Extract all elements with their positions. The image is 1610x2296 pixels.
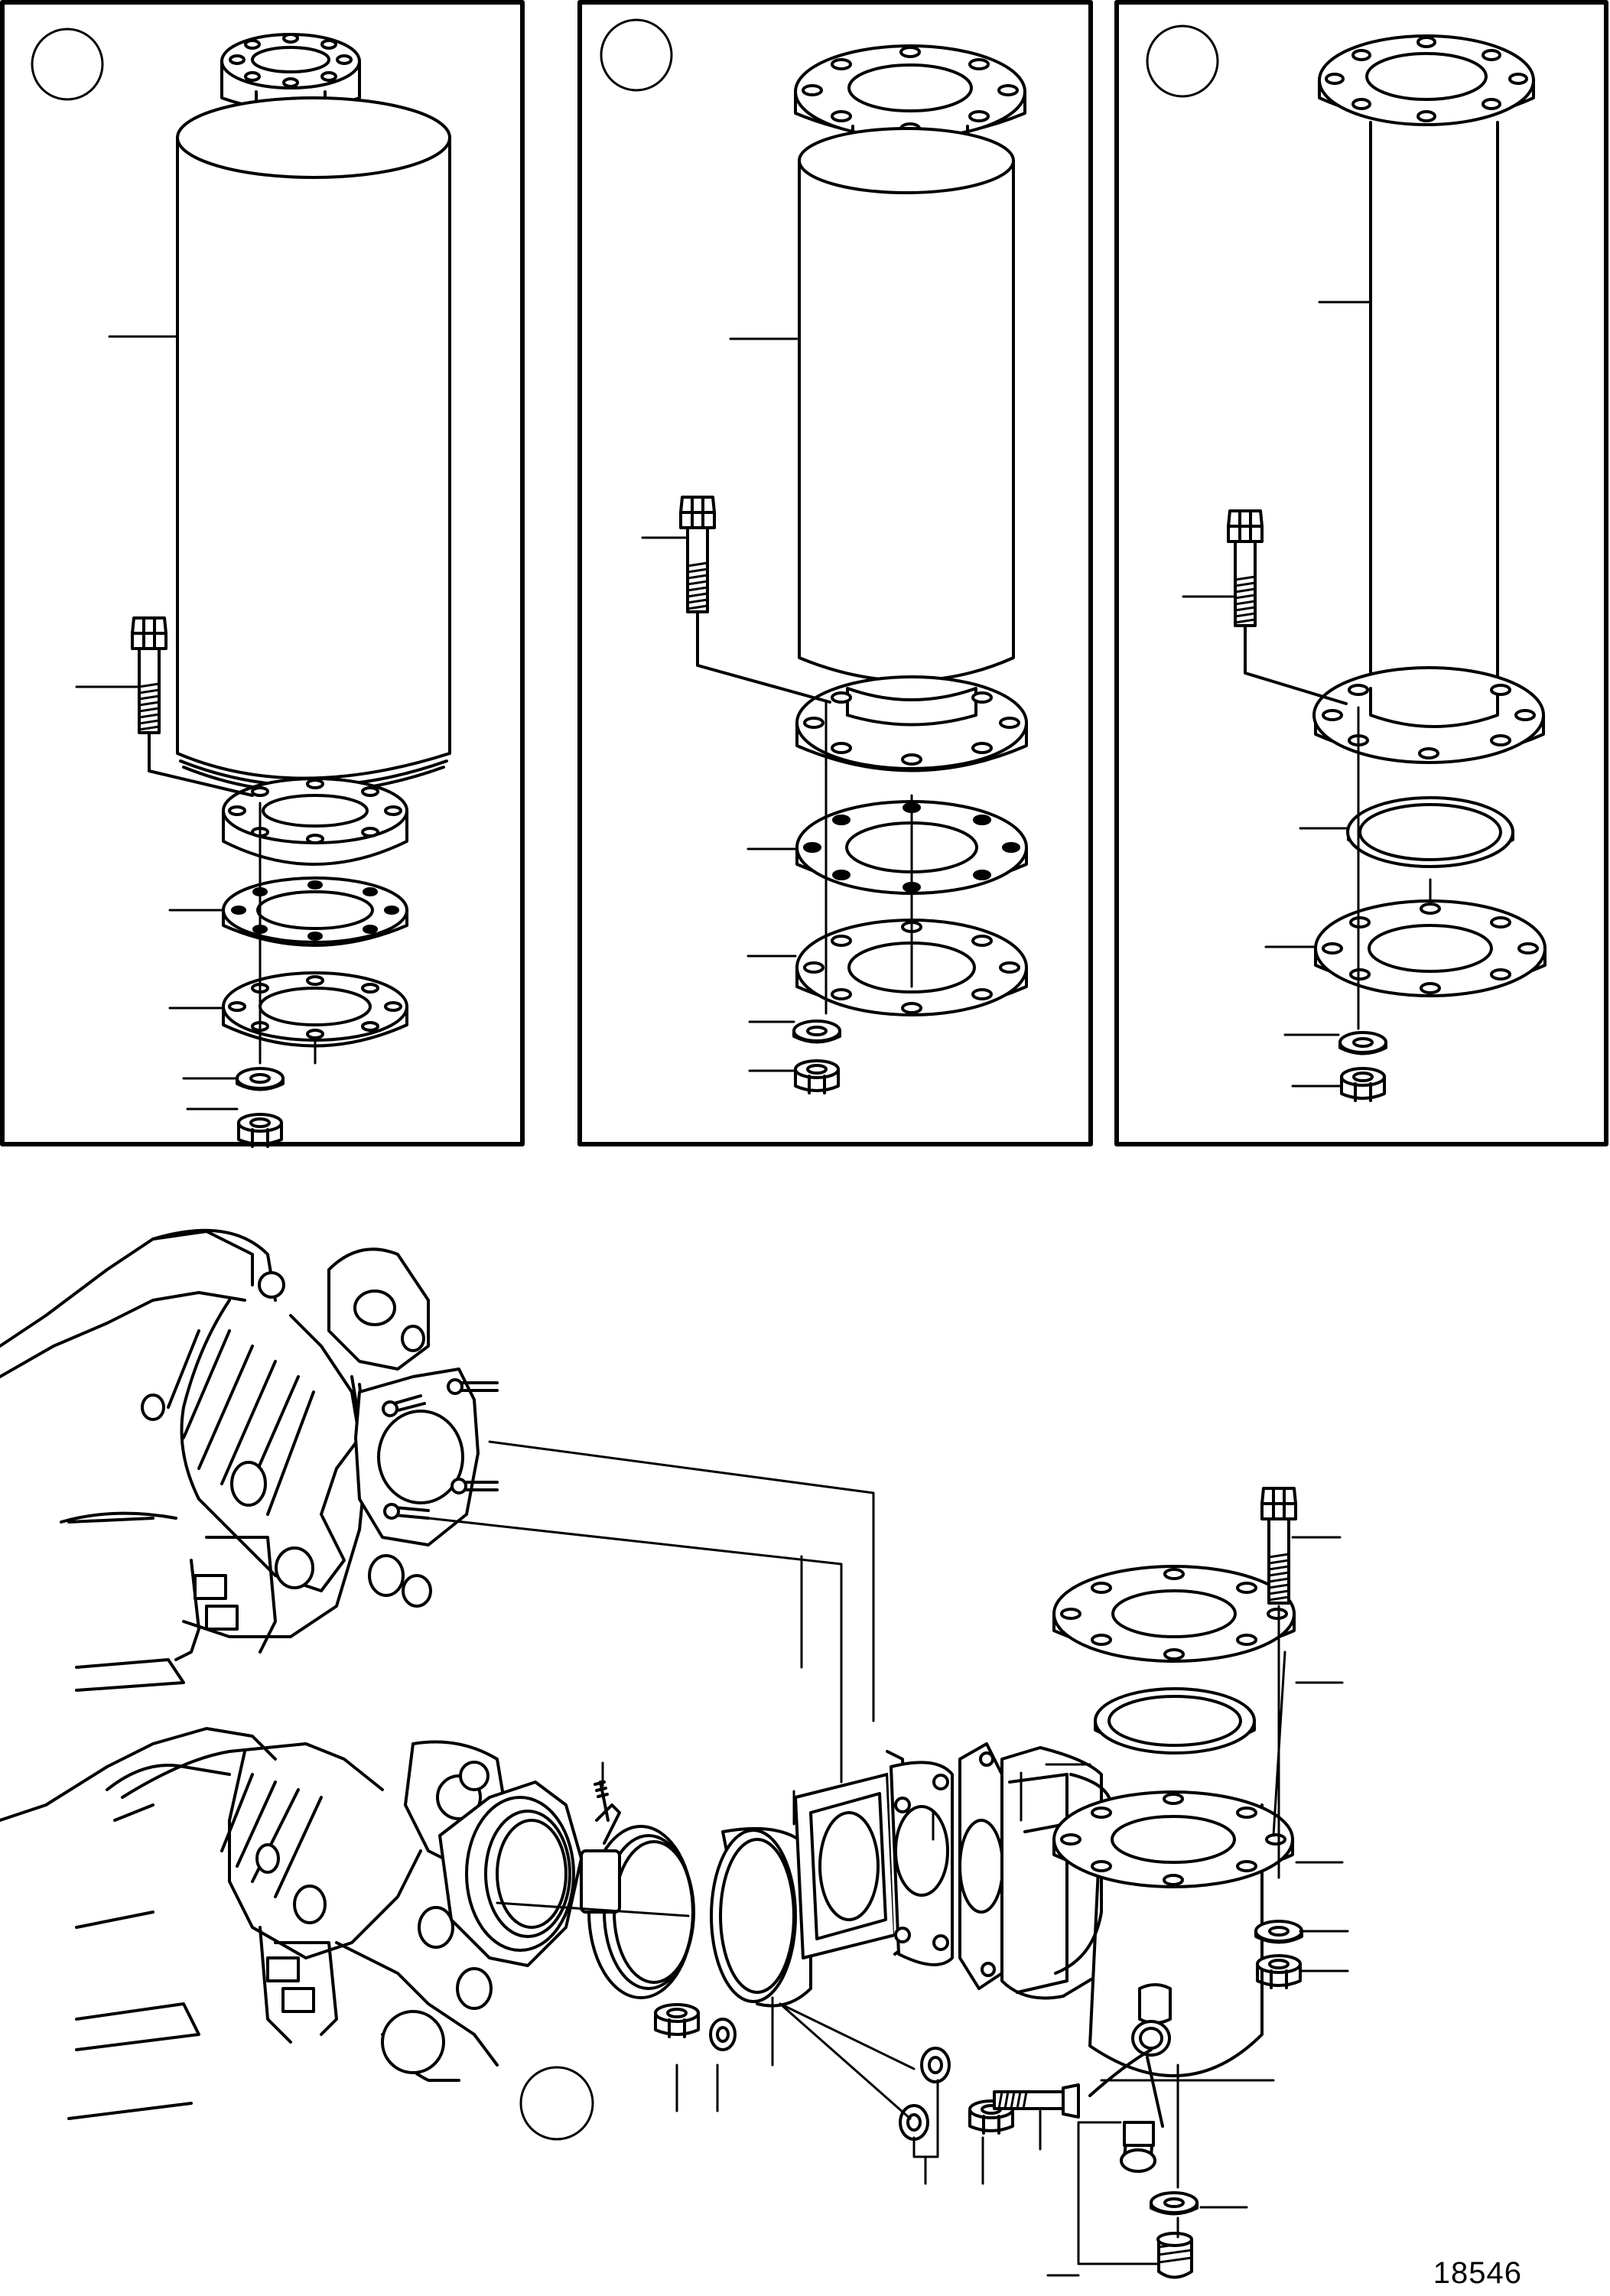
hose-clamp-icon: [580, 1781, 695, 1999]
nut-icon: [1340, 1067, 1386, 1102]
silencer-medium: [641, 44, 1028, 1094]
washer-icon: [899, 2047, 951, 2141]
bolt-icon: [131, 616, 168, 734]
nut-icon: [1120, 2121, 1156, 2173]
nut-icon: [1156, 2232, 1193, 2279]
bolt-icon: [679, 496, 716, 613]
nut-icon: [794, 1059, 840, 1094]
flange-icon: [794, 44, 1026, 139]
panel-variant-b: [577, 0, 1093, 1146]
flange-icon: [222, 971, 408, 1048]
gasket-icon: [958, 1742, 1004, 1990]
nut-icon: [237, 1113, 283, 1148]
exhaust-elbow-icon: [1000, 1746, 1294, 2128]
gasket-icon: [222, 876, 408, 947]
flange-icon: [1318, 34, 1535, 126]
flange-icon: [222, 777, 408, 866]
engine-installation: [0, 1228, 1349, 2279]
silencer-large: [75, 33, 451, 1148]
engine-block-icon: [0, 1228, 499, 1692]
flange-icon: [1314, 899, 1547, 997]
gasket-icon: [1094, 1687, 1256, 1755]
callout-circle: [519, 2066, 594, 2141]
washer-icon: [1338, 1031, 1387, 1055]
nut-icon: [1256, 1954, 1302, 1989]
washer-icon: [792, 1020, 841, 1044]
bolt-icon: [1227, 509, 1264, 627]
nut-icon: [654, 2003, 700, 2038]
washer-icon: [1254, 1920, 1303, 1944]
gasket-icon: [794, 1773, 896, 1959]
panel-variant-c: [1114, 0, 1608, 1146]
flange-icon: [795, 675, 1028, 772]
callout-circle: [1146, 24, 1219, 98]
flange-icon: [1312, 666, 1545, 764]
flange-icon: [1052, 1565, 1296, 1663]
figure-reference-number: 18546: [1433, 2256, 1522, 2290]
gasket-icon: [1346, 796, 1514, 868]
washer-icon: [1150, 2191, 1199, 2216]
callout-circle: [600, 18, 673, 92]
bolt-icon: [993, 2083, 1080, 2119]
washer-icon: [236, 1067, 285, 1091]
straight-pipe: [1182, 34, 1547, 1102]
flange-icon: [1052, 1790, 1294, 1888]
washer-icon: [709, 2018, 737, 2051]
flange-icon: [886, 1750, 954, 1966]
exhaust-elbow-icon: [710, 1826, 812, 2008]
callout-circle: [31, 28, 104, 101]
engine-block-icon: [0, 1727, 583, 2120]
